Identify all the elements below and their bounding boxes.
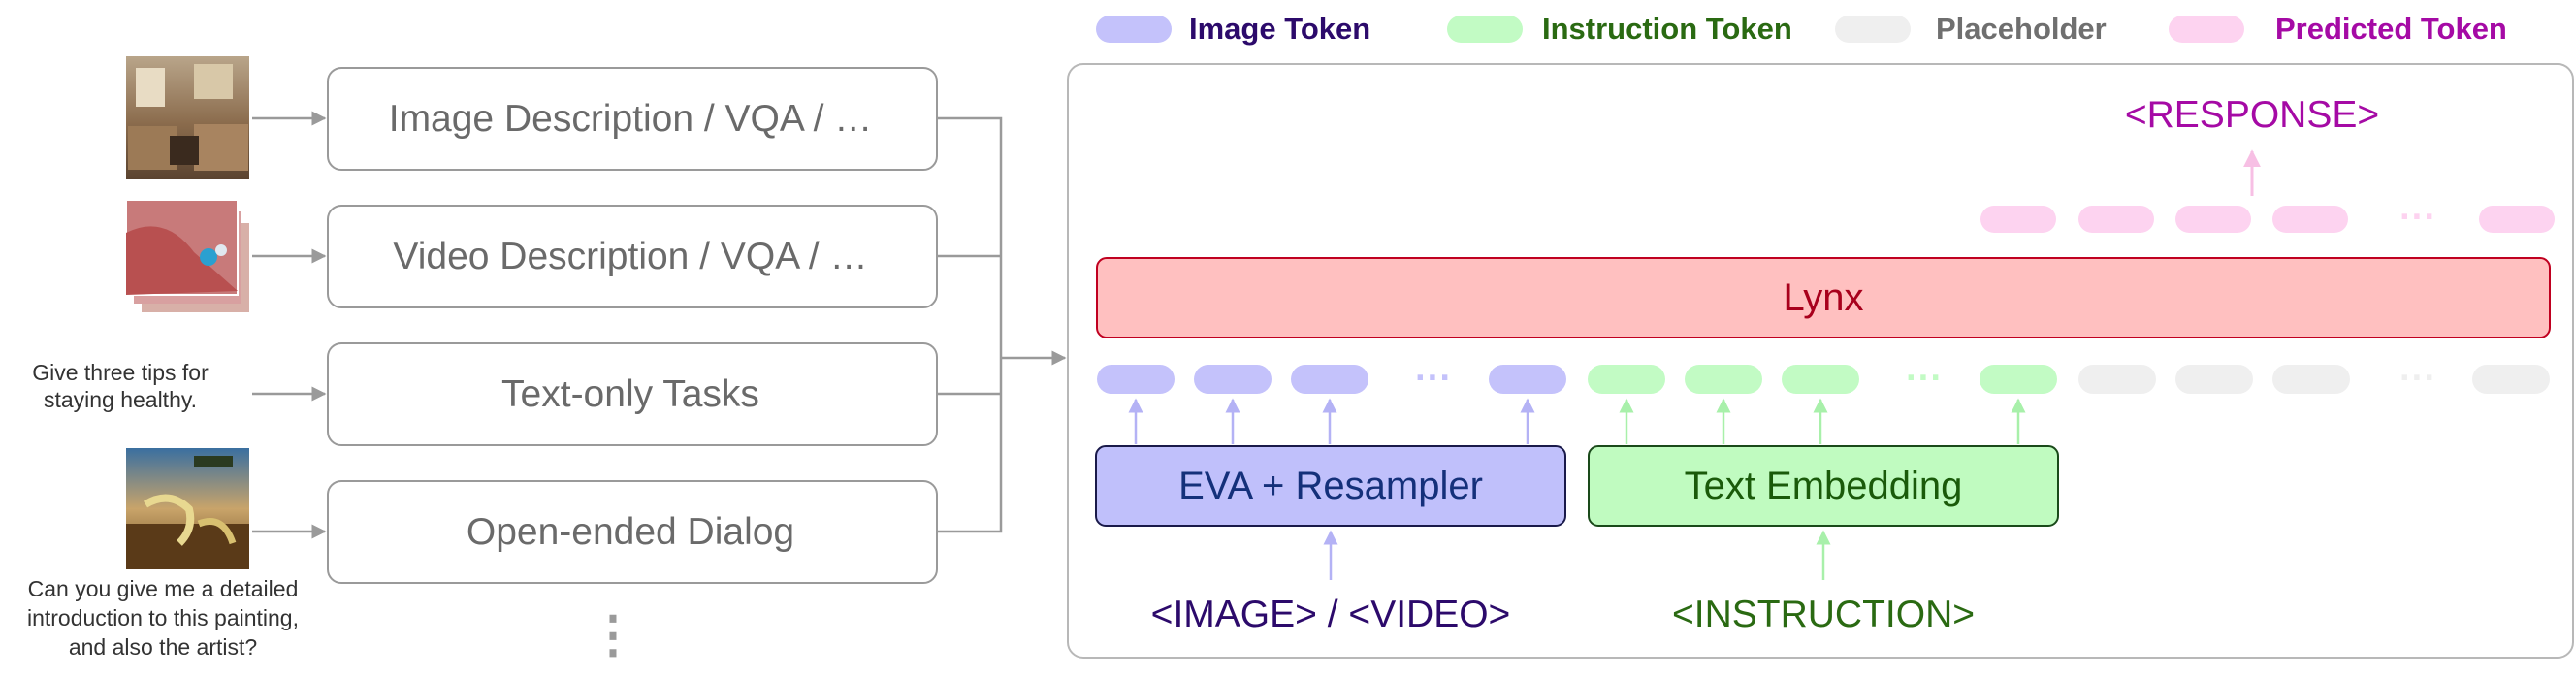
- image-token-arrows: [1128, 398, 1535, 444]
- predicted-token: [2479, 206, 2555, 233]
- instruction-token: [1685, 365, 1762, 394]
- predicted-token: [2078, 206, 2154, 233]
- instruction-token-ellipsis: ···: [1906, 358, 1943, 399]
- response-label: <RESPONSE>: [2125, 94, 2379, 136]
- input-examples: Give three tips for staying healthy. Can…: [27, 56, 299, 660]
- instruction-token-swatch: [1447, 16, 1523, 43]
- eva-resampler-block: [1095, 445, 1566, 527]
- predicted-ellipsis: ···: [2399, 197, 2436, 238]
- legend-label: Placeholder: [1936, 12, 2107, 46]
- painting-caption-line-3: and also the artist?: [69, 634, 257, 660]
- task-label: Open-ended Dialog: [467, 511, 794, 553]
- text-example-line-1: Give three tips for: [32, 360, 209, 385]
- video-frames-stack-icon: [125, 199, 249, 312]
- placeholder-token: [2175, 365, 2253, 394]
- placeholder-token-ellipsis: ···: [2399, 358, 2436, 399]
- image-token: [1291, 365, 1368, 394]
- legend-item-predicted-token: Predicted Token: [2169, 12, 2507, 46]
- task-label: Text-only Tasks: [501, 373, 759, 415]
- legend-label: Predicted Token: [2275, 12, 2507, 46]
- text-example-line-2: staying healthy.: [44, 387, 197, 412]
- painting-caption-line-2: introduction to this painting,: [27, 605, 299, 630]
- image-token: [1097, 365, 1175, 394]
- more-tasks-indicator: ⋮: [588, 607, 638, 663]
- instruction-token-arrows: [1619, 398, 2026, 444]
- painting-caption-line-1: Can you give me a detailed: [28, 576, 299, 601]
- model-panel-frame: [1067, 63, 2574, 659]
- predicted-token-swatch: [2169, 16, 2244, 43]
- text-embedding-block: [1588, 445, 2059, 527]
- legend: Image Token Instruction Token Placeholde…: [1096, 12, 2507, 46]
- placeholder-token: [2472, 365, 2550, 394]
- living-room-photo-icon: [126, 56, 249, 179]
- example-to-task-arrows: [252, 111, 327, 539]
- instruction-token: [1588, 365, 1665, 394]
- lynx-label: Lynx: [1783, 276, 1863, 319]
- instruction-token: [1980, 365, 2057, 394]
- predicted-tokens: ···: [1980, 197, 2555, 238]
- melting-clocks-painting-icon: [126, 448, 249, 569]
- placeholder-swatch: [1835, 16, 1911, 43]
- image-token: [1194, 365, 1272, 394]
- lynx-block: [1096, 257, 2551, 338]
- predicted-token: [1980, 206, 2056, 233]
- model-panel: <RESPONSE> ··· Lynx ··· ···: [1067, 63, 2574, 659]
- legend-item-instruction-token: Instruction Token: [1447, 12, 1792, 46]
- image-video-input-label: <IMAGE> / <VIDEO>: [1151, 594, 1511, 635]
- legend-item-image-token: Image Token: [1096, 12, 1370, 46]
- eva-resampler-label: EVA + Resampler: [1178, 465, 1483, 507]
- placeholder-token: [2272, 365, 2350, 394]
- task-label: Image Description / VQA / …: [389, 98, 873, 140]
- instruction-input-label: <INSTRUCTION>: [1672, 594, 1975, 635]
- legend-label: Instruction Token: [1542, 12, 1792, 46]
- legend-label: Image Token: [1189, 12, 1370, 46]
- image-token: [1489, 365, 1566, 394]
- image-token-swatch: [1096, 16, 1172, 43]
- task-boxes: Image Description / VQA / … Video Descri…: [327, 67, 938, 663]
- text-embedding-label: Text Embedding: [1685, 465, 1963, 507]
- input-token-row: ··· ··· ···: [1097, 358, 2550, 399]
- task-merge-connector: [937, 116, 1067, 533]
- image-token-ellipsis: ···: [1415, 358, 1452, 399]
- predicted-token: [2175, 206, 2251, 233]
- predicted-token: [2272, 206, 2348, 233]
- placeholder-token: [2078, 365, 2156, 394]
- instruction-token: [1782, 365, 1859, 394]
- task-label: Video Description / VQA / …: [393, 236, 867, 277]
- legend-item-placeholder: Placeholder: [1835, 12, 2107, 46]
